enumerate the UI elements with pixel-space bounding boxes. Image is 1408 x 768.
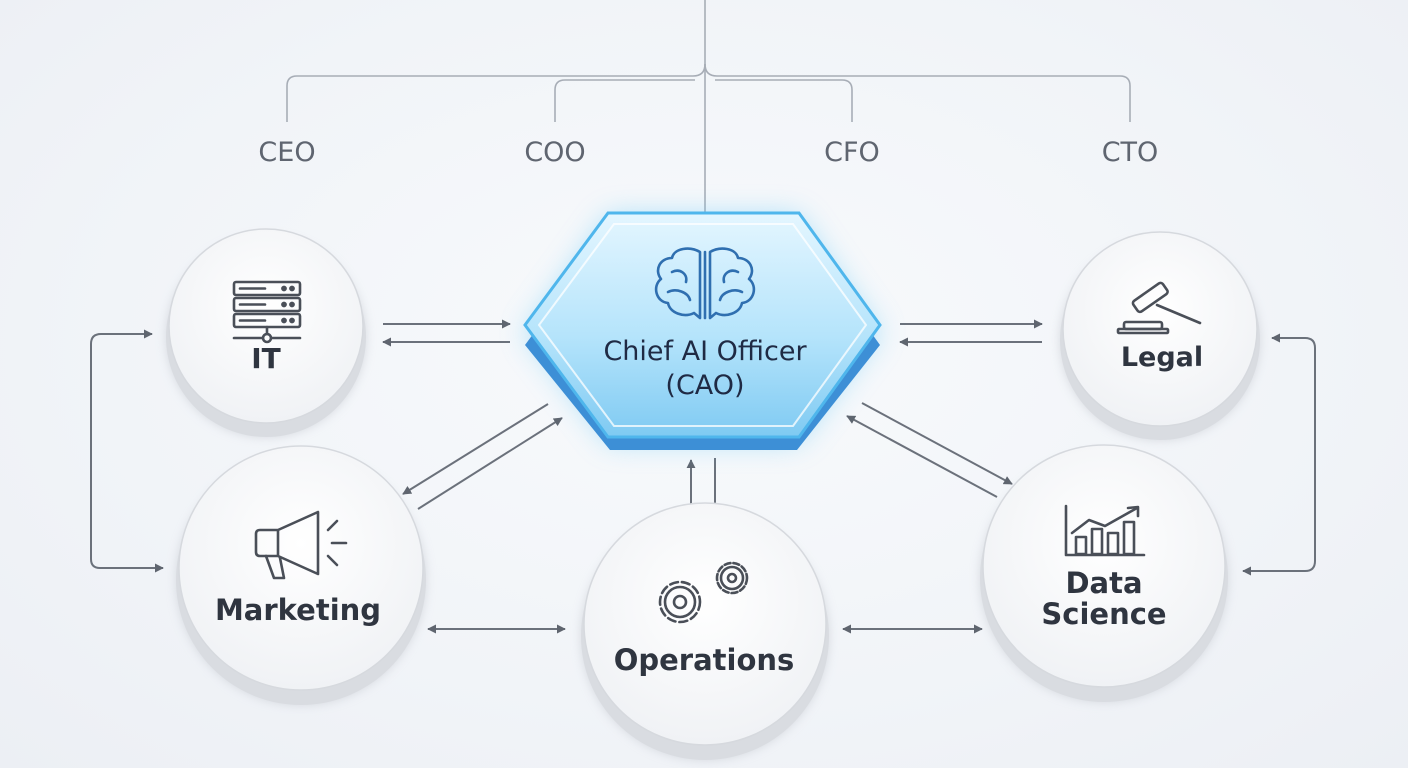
executive-cfo: CFO	[824, 137, 880, 168]
gavel-icon	[1116, 281, 1202, 335]
arrow-cao-to-marketing	[402, 403, 549, 495]
brain-icon	[654, 247, 756, 320]
executive-tree	[286, 0, 1131, 213]
node-data-science[interactable]: Data Science	[980, 444, 1228, 702]
node-it[interactable]: IT	[166, 228, 366, 437]
node-it-label: IT	[251, 342, 281, 375]
arrow-marketing-to-cao	[417, 417, 563, 510]
arrow-legal-data-science-loop	[1242, 333, 1316, 576]
cao-title: Chief AI Officer	[603, 336, 807, 367]
connectors	[90, 319, 1316, 634]
cao-abbreviation: (CAO)	[665, 370, 744, 401]
node-data-science-label-line1: Data	[1065, 566, 1142, 600]
executive-ceo: CEO	[258, 137, 315, 168]
arrow-cao-to-data-science	[861, 402, 1013, 485]
node-legal-label: Legal	[1121, 342, 1203, 373]
server-icon	[232, 280, 302, 344]
bar-chart-icon	[1064, 504, 1146, 557]
arrow-it-marketing-loop	[90, 329, 164, 573]
arrow-data-science-to-cao	[846, 415, 998, 498]
node-legal[interactable]: Legal	[1060, 231, 1260, 440]
gears-icon	[658, 561, 749, 624]
node-operations-label: Operations	[614, 643, 795, 677]
node-data-science-label-line2: Science	[1041, 597, 1166, 631]
node-cao[interactable]: Chief AI Officer (CAO)	[523, 211, 882, 450]
executive-coo: COO	[524, 137, 585, 168]
executive-cto: CTO	[1102, 137, 1159, 168]
megaphone-icon	[254, 510, 348, 580]
node-marketing-label: Marketing	[215, 593, 381, 627]
node-operations[interactable]: Operations	[581, 502, 829, 760]
node-marketing[interactable]: Marketing	[176, 445, 426, 705]
